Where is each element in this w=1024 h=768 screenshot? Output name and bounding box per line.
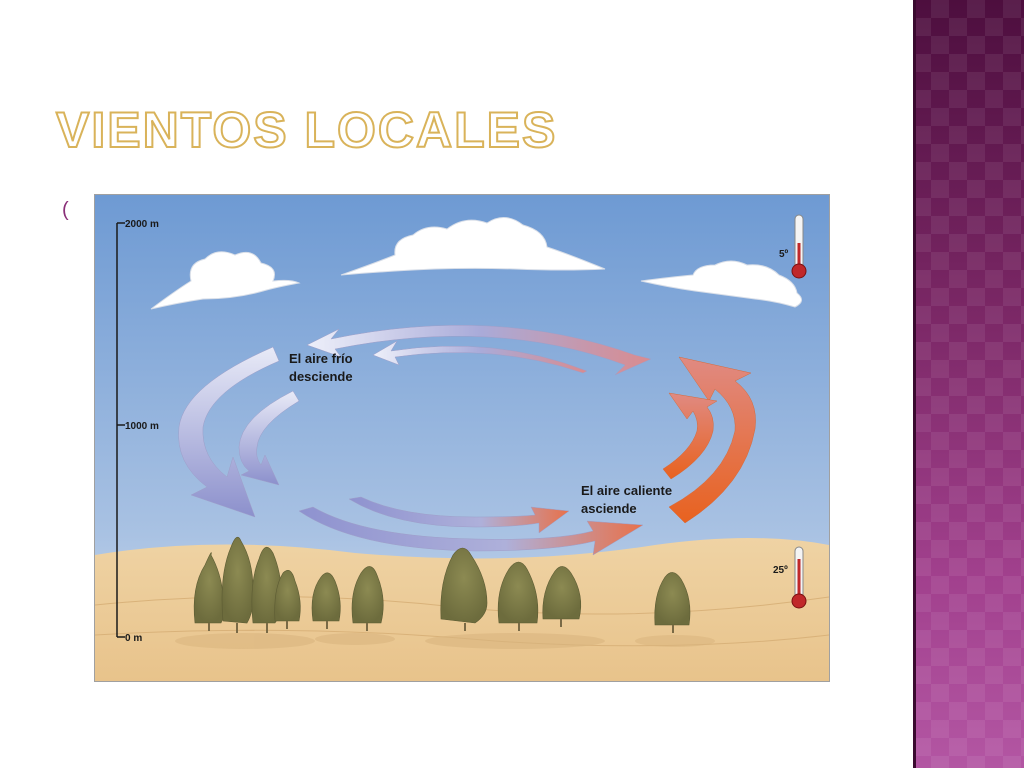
cloud xyxy=(340,217,606,276)
diamond-pattern xyxy=(913,0,1024,768)
slide-title: Vientos locales xyxy=(55,101,558,159)
thermometer-icon xyxy=(791,546,807,609)
thermometer-high-label: 5º xyxy=(779,249,789,260)
cold-air-label-line1: El aire frío xyxy=(289,351,353,366)
scale-label-bottom: 0 m xyxy=(125,633,142,644)
warm-air-label-line1: El aire caliente xyxy=(581,483,672,498)
bullet-marker: ( xyxy=(62,199,69,221)
tree-group xyxy=(193,536,691,626)
cold-air-arrow-bottom xyxy=(298,506,644,556)
cold-air-arrow-upper xyxy=(306,325,652,376)
warm-air-arrow-right xyxy=(668,356,756,524)
warm-air-arrow-right-inner xyxy=(662,392,718,480)
side-band-edge xyxy=(913,0,916,768)
tree-shadows xyxy=(175,633,715,649)
cold-air-arrow-left-inner xyxy=(238,390,300,486)
cloud xyxy=(150,251,301,310)
scale-label-middle: 1000 m xyxy=(125,421,159,432)
cold-air-arrow-bottom-inner xyxy=(348,496,570,534)
altitude-scale xyxy=(116,222,125,638)
scale-label-top: 2000 m xyxy=(125,219,159,230)
warm-air-label-line2: asciende xyxy=(581,501,637,516)
thermometer-icon xyxy=(791,214,807,279)
cold-air-label-line2: desciende xyxy=(289,369,353,384)
cold-air-arrow-left xyxy=(178,346,280,518)
cloud xyxy=(640,260,802,308)
decorative-side-band xyxy=(913,0,1024,768)
local-winds-diagram: 2000 m 1000 m 0 m El aire frío desciende… xyxy=(94,194,830,682)
cold-air-arrow-upper-inner xyxy=(372,340,588,374)
tree-trunks xyxy=(208,619,674,633)
thermometer-low-label: 25º xyxy=(773,565,788,576)
